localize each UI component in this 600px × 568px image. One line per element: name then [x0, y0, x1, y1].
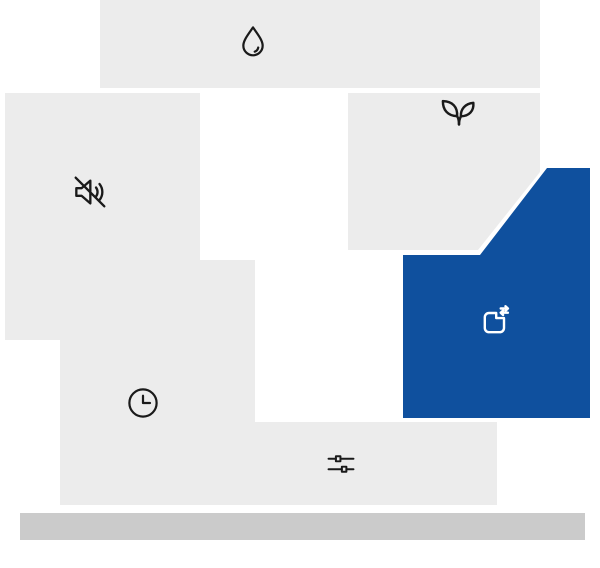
tile-water[interactable]: [100, 0, 540, 88]
bottom-bar: [20, 513, 585, 540]
tile-settings[interactable]: [203, 422, 497, 505]
